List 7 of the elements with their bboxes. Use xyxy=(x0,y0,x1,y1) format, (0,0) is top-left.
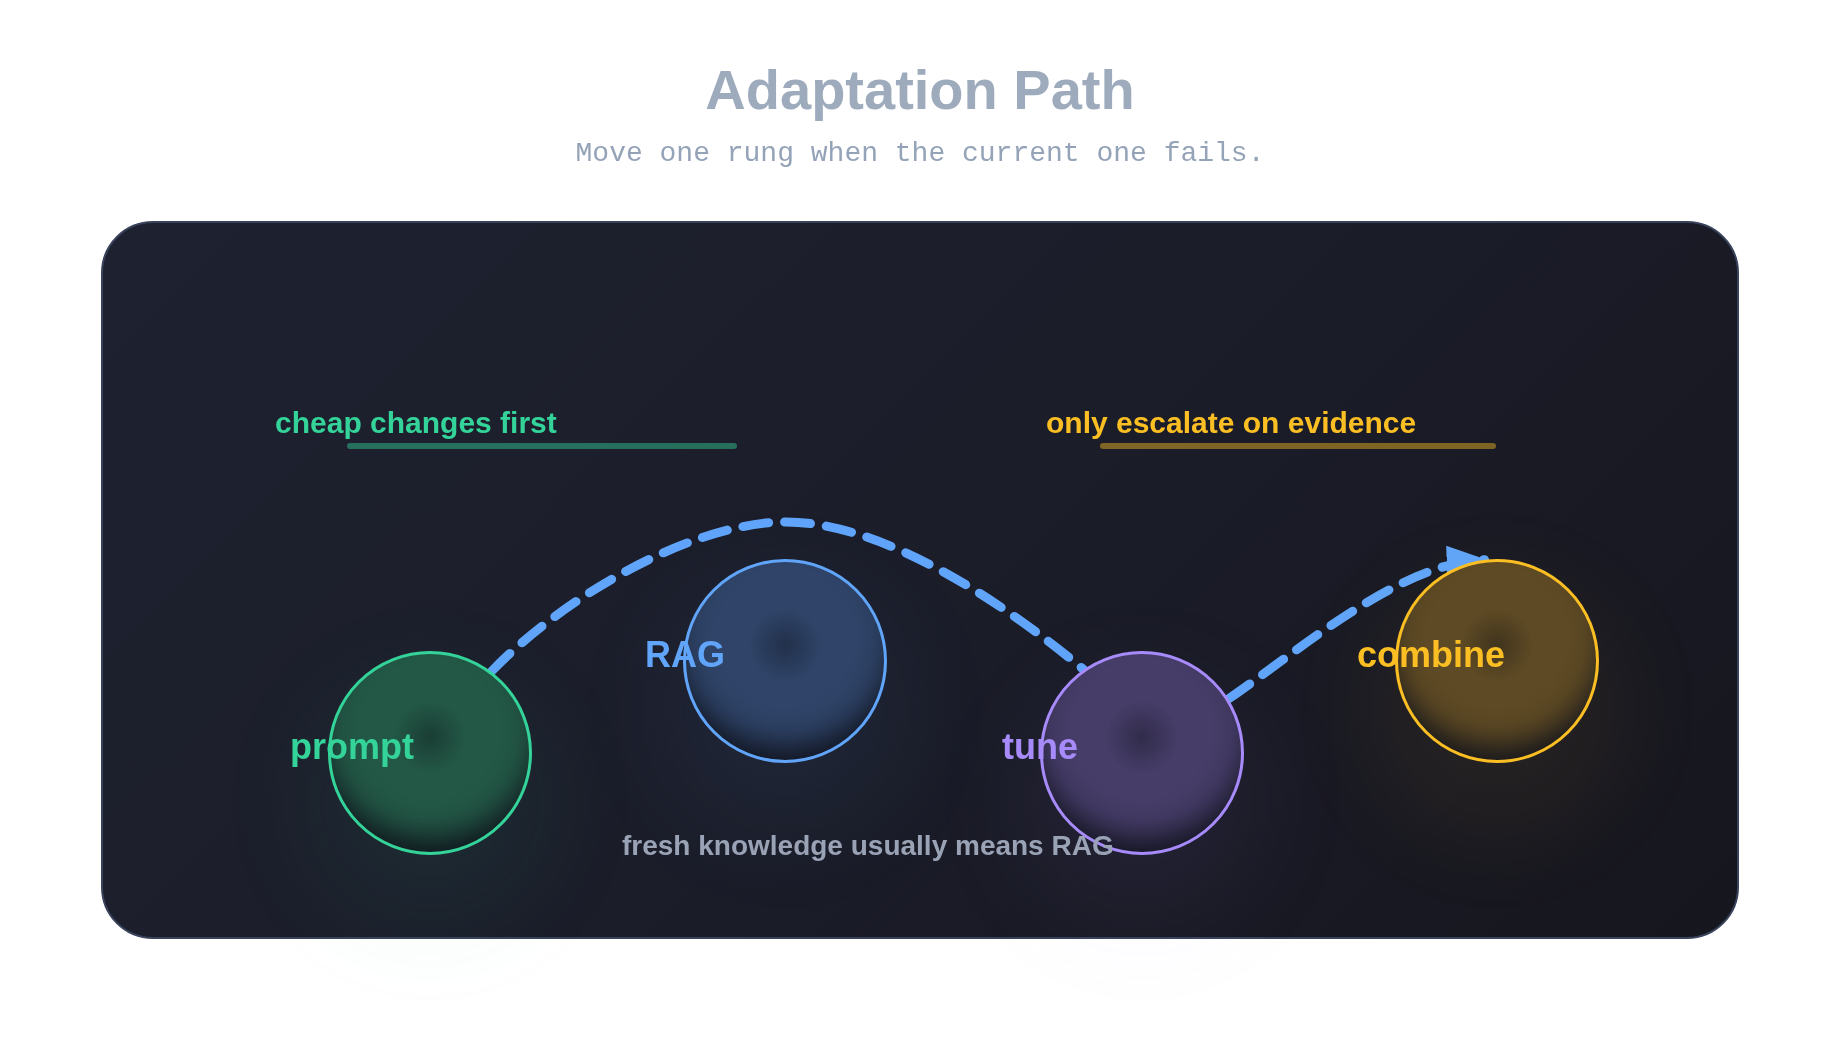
dashed-line xyxy=(486,517,1088,676)
title: Adaptation Path xyxy=(705,58,1135,122)
note-text: fresh knowledge usually means RAG xyxy=(622,829,1114,863)
annotation-text: cheap changes first xyxy=(275,405,557,441)
annotation-text: only escalate on evidence xyxy=(1046,405,1417,441)
dashed-arrow xyxy=(1224,548,1490,704)
subtitle: Move one rung when the current one fails. xyxy=(575,137,1265,171)
